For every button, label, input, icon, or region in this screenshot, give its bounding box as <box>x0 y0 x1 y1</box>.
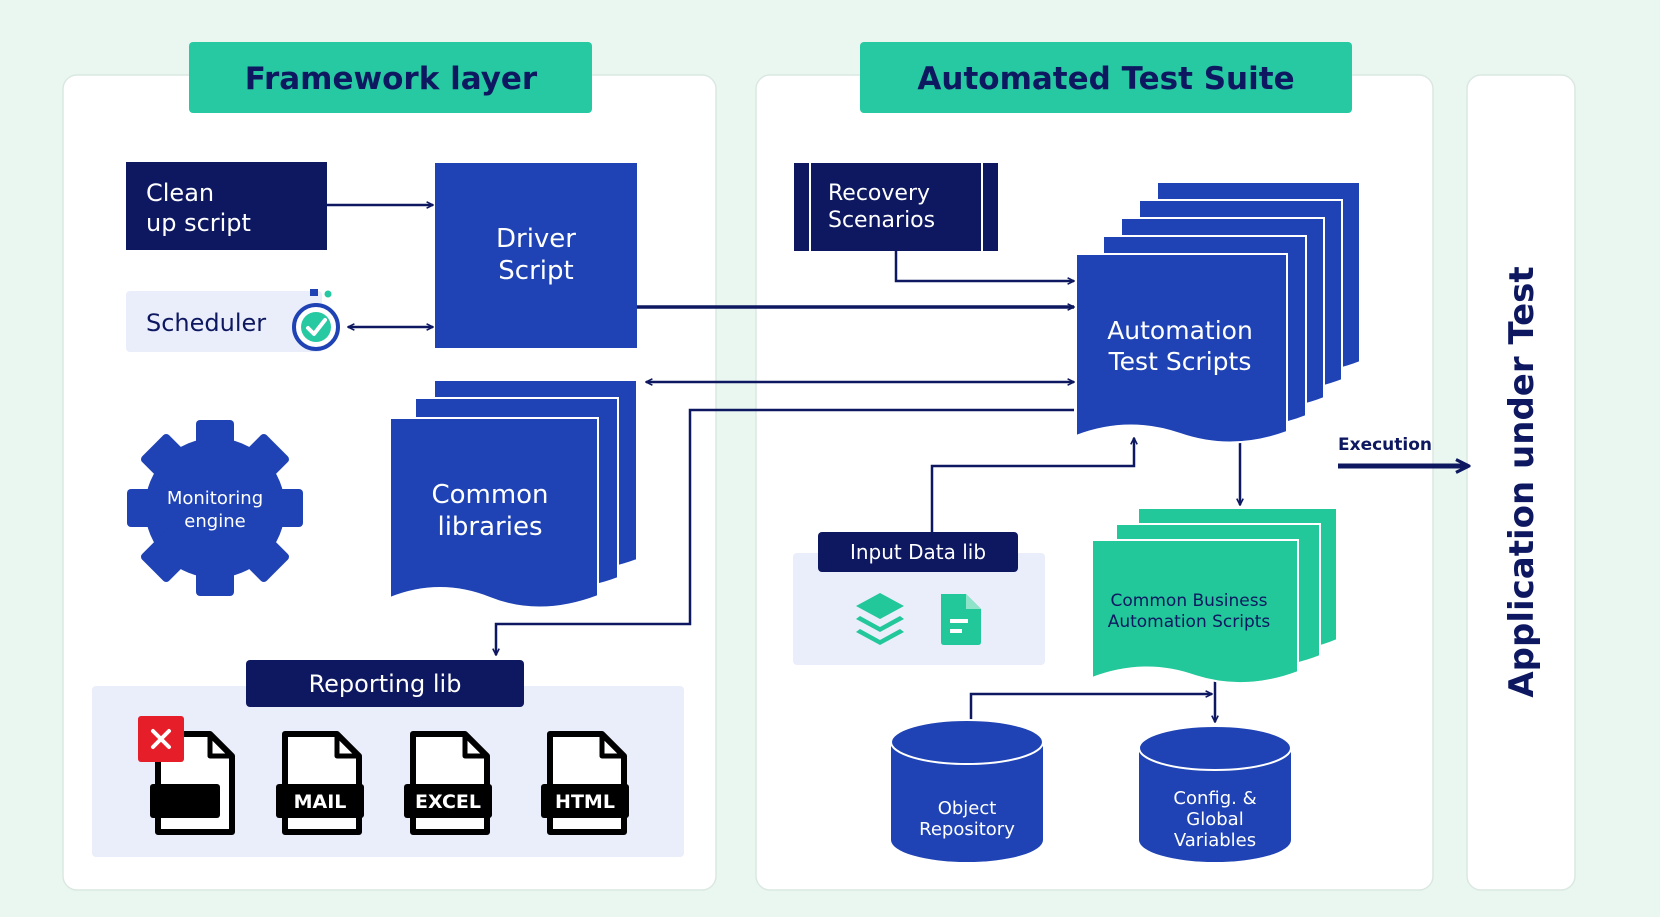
excel-label: EXCEL <box>415 791 481 813</box>
framework-header: Framework layer <box>189 42 592 113</box>
business-line-2: Automation Scripts <box>1108 612 1271 632</box>
mail-file-icon: MAIL <box>276 731 364 835</box>
monitoring-engine: Monitoring engine <box>127 420 303 596</box>
test-scripts-line-2: Test Scripts <box>1108 347 1252 376</box>
html-file-icon: HTML <box>541 731 629 835</box>
driver-script-box: Driver Script <box>435 163 637 348</box>
recovery-to-testscripts-arrow <box>894 251 1074 281</box>
automation-test-scripts-stack: Automation Test Scripts <box>1075 181 1361 444</box>
reporting-lib: Reporting lib MAIL EXCEL HT <box>92 660 684 857</box>
recovery-line-2: Scenarios <box>828 208 935 233</box>
input-data-area <box>793 553 1045 665</box>
monitoring-line-1: Monitoring <box>167 488 263 509</box>
gear-icon <box>127 420 303 596</box>
cleanup-script-box: Clean up script <box>126 162 327 250</box>
config-line-1: Config. & <box>1173 788 1256 809</box>
mail-label: MAIL <box>294 791 347 813</box>
scheduler-box: Scheduler <box>126 289 340 352</box>
object-repo-line-2: Repository <box>919 819 1015 840</box>
common-libraries-stack: Common libraries <box>389 379 638 609</box>
driver-line-1: Driver <box>496 224 576 254</box>
object-repository-cylinder: Object Repository <box>890 719 1044 862</box>
config-variables-cylinder: Config. & Global Variables <box>1138 725 1292 862</box>
pdf-file-icon <box>138 716 235 835</box>
document-icon <box>941 594 981 645</box>
common-libraries-line-2: libraries <box>437 512 542 542</box>
excel-file-icon: EXCEL <box>404 731 492 835</box>
objrepo-to-config-arrow <box>969 694 1212 724</box>
config-line-2: Global <box>1186 809 1243 830</box>
aut-panel <box>1466 74 1576 891</box>
monitoring-line-2: engine <box>184 511 245 532</box>
html-label: HTML <box>555 791 615 813</box>
recovery-scenarios-box: Recovery Scenarios <box>794 163 998 251</box>
object-repo-line-1: Object <box>938 798 997 819</box>
cleanup-line-1: Clean <box>146 179 214 207</box>
input-data-label: Input Data lib <box>850 540 986 564</box>
suite-header-text: Automated Test Suite <box>917 61 1294 97</box>
suite-header: Automated Test Suite <box>860 42 1352 113</box>
connectors <box>327 205 1468 724</box>
reporting-header-text: Reporting lib <box>309 670 462 698</box>
common-libraries-line-1: Common <box>431 480 548 510</box>
framework-header-text: Framework layer <box>245 61 538 97</box>
close-icon <box>138 716 184 762</box>
reporting-area <box>92 686 684 857</box>
clock-check-icon <box>292 289 340 351</box>
testscripts-to-reporting-arrow <box>496 408 1074 655</box>
common-business-scripts-stack: Common Business Automation Scripts <box>1091 507 1338 685</box>
execution-label: Execution <box>1338 435 1432 455</box>
test-scripts-line-1: Automation <box>1107 316 1253 345</box>
business-line-1: Common Business <box>1111 591 1268 611</box>
input-data-lib: Input Data lib <box>793 532 1045 665</box>
driver-line-2: Script <box>498 256 573 286</box>
layers-icon <box>856 593 904 645</box>
scheduler-label: Scheduler <box>146 309 266 337</box>
recovery-line-1: Recovery <box>828 181 930 206</box>
config-line-3: Variables <box>1174 830 1256 851</box>
inputdata-to-testscripts-arrow <box>930 438 1134 532</box>
cleanup-line-2: up script <box>146 209 251 237</box>
aut-label: Application under Test <box>1502 266 1542 697</box>
